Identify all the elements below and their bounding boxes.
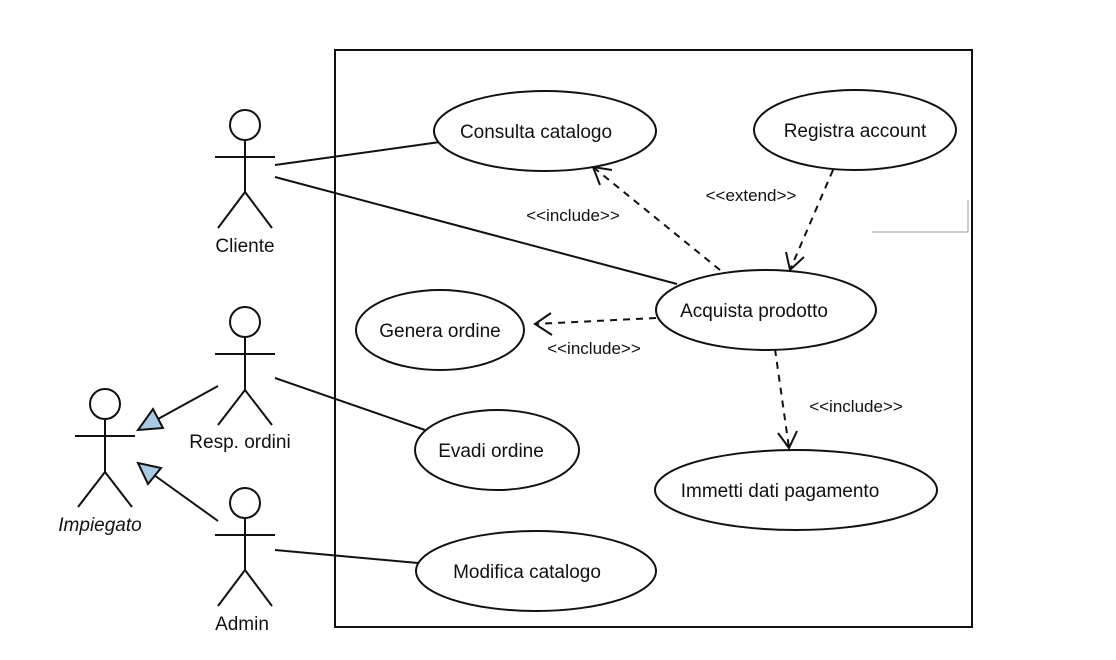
usecase-label-evadi-ordine: Evadi ordine	[438, 441, 544, 462]
generalization-admin-to-impiegato	[136, 461, 219, 522]
usecase-label-genera-ordine: Genera ordine	[379, 321, 500, 342]
usecase-immetti-dati-pagamento[interactable]: Immetti dati pagamento	[654, 449, 938, 531]
assoc-resp-evadi	[274, 377, 426, 431]
label-include-pagamento: <<include>>	[809, 397, 903, 416]
actor-resp-ordini[interactable]: Resp. ordini	[189, 306, 291, 453]
usecase-consulta-catalogo[interactable]: Consulta catalogo	[433, 90, 657, 172]
dep-extend-registra	[785, 169, 834, 272]
system-boundary	[334, 49, 973, 628]
assoc-cliente-acquista	[274, 176, 678, 285]
usecase-label-acquista-prodotto: Acquista prodotto	[680, 301, 828, 322]
label-include-consulta: <<include>>	[526, 206, 620, 225]
actor-impiegato[interactable]: Impiegato	[58, 388, 142, 536]
actor-admin[interactable]: Admin	[215, 487, 275, 635]
actor-label-impiegato: Impiegato	[58, 515, 141, 536]
usecase-label-registra-account: Registra account	[784, 121, 927, 142]
actor-label-admin: Admin	[215, 614, 269, 635]
usecase-label-modifica-catalogo: Modifica catalogo	[453, 562, 601, 583]
usecase-acquista-prodotto[interactable]: Acquista prodotto	[655, 269, 877, 351]
dep-include-genera	[533, 312, 657, 336]
actor-label-cliente: Cliente	[215, 236, 274, 257]
label-extend-registra: <<extend>>	[706, 186, 797, 205]
actor-label-resp-ordini: Resp. ordini	[189, 432, 290, 453]
usecase-modifica-catalogo[interactable]: Modifica catalogo	[415, 530, 657, 612]
assoc-admin-modifica	[274, 549, 419, 564]
usecase-label-consulta-catalogo: Consulta catalogo	[460, 122, 612, 143]
usecase-evadi-ordine[interactable]: Evadi ordine	[414, 409, 580, 491]
usecase-genera-ordine[interactable]: Genera ordine	[355, 289, 525, 371]
usecase-label-immetti-dati-pagamento: Immetti dati pagamento	[681, 481, 880, 502]
generalization-resp-to-impiegato	[135, 385, 219, 432]
assoc-cliente-consulta	[274, 141, 441, 166]
boundary-artifact	[872, 200, 969, 233]
label-include-genera: <<include>>	[547, 339, 641, 358]
actor-cliente[interactable]: Cliente	[215, 109, 275, 257]
usecase-registra-account[interactable]: Registra account	[753, 89, 957, 171]
dep-include-pagamento	[774, 348, 798, 450]
